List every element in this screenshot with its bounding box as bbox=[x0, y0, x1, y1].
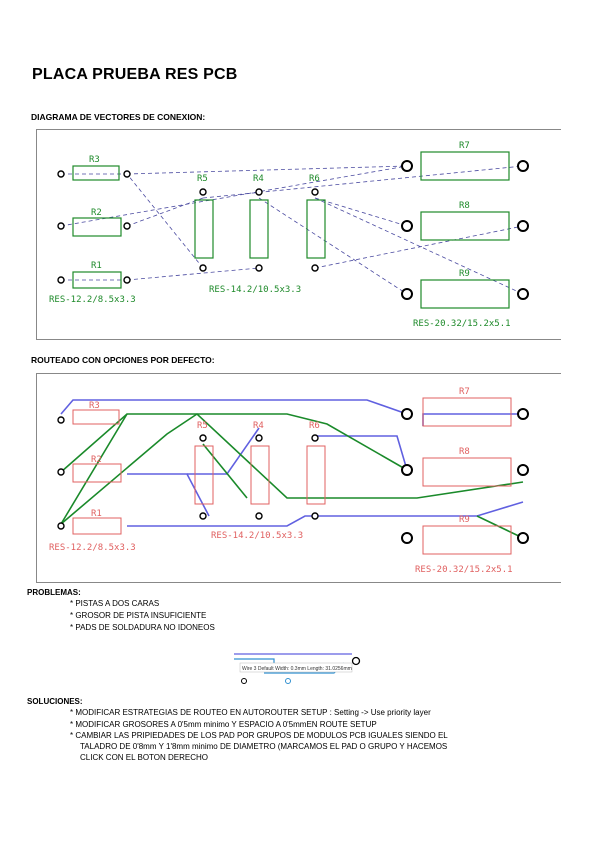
label-r6: R6 bbox=[309, 174, 320, 184]
section-heading-vectors: DIAGRAMA DE VECTORES DE CONEXION: bbox=[31, 112, 206, 122]
label-r4: R4 bbox=[253, 421, 264, 431]
component-outlines bbox=[72, 397, 512, 555]
solution-item: * MODIFICAR GROSORES A 0'5mm minimo Y ES… bbox=[70, 720, 377, 729]
section-heading-routed: ROUTEADO CON OPCIONES POR DEFECTO: bbox=[31, 355, 215, 365]
component-labels: R3 R2 R1 R5 R4 R6 R7 R8 R9 RES-12.2/8.5x… bbox=[49, 141, 511, 329]
label-r2: R2 bbox=[91, 208, 102, 218]
label-r3: R3 bbox=[89, 401, 100, 411]
label-r2: R2 bbox=[91, 455, 102, 465]
label-r1: R1 bbox=[91, 261, 102, 271]
problem-item: * GROSOR DE PISTA INSUFICIENTE bbox=[70, 611, 207, 620]
package-mid: RES-14.2/10.5x3.3 bbox=[209, 285, 301, 295]
label-r6: R6 bbox=[309, 421, 320, 431]
ratsnest-lines bbox=[60, 165, 524, 295]
problem-item: * PISTAS A DOS CARAS bbox=[70, 599, 160, 608]
solution-item: * MODIFICAR ESTRATEGIAS DE ROUTEO EN AUT… bbox=[70, 708, 431, 717]
page-title: PLACA PRUEBA RES PCB bbox=[32, 66, 238, 83]
wire-caption: Wire 3 Default Width: 0.3mm Length: 31.0… bbox=[242, 666, 352, 672]
vector-diagram: R3 R2 R1 R5 R4 R6 R7 R8 R9 RES-12.2/8.5x… bbox=[49, 141, 529, 329]
solutions-label: SOLUCIONES: bbox=[27, 697, 83, 706]
component-outlines bbox=[72, 151, 510, 309]
label-r4: R4 bbox=[253, 174, 264, 184]
label-r9: R9 bbox=[459, 515, 470, 525]
problems-label: PROBLEMAS: bbox=[27, 588, 81, 597]
label-r7: R7 bbox=[459, 387, 470, 397]
top-layer-traces bbox=[60, 413, 524, 539]
solution-item: TALADRO DE 0'8mm Y 1'8mm minimo DE DIAME… bbox=[80, 742, 448, 751]
vector-diagram-panel: R3 R2 R1 R5 R4 R6 R7 R8 R9 RES-12.2/8.5x… bbox=[36, 129, 561, 340]
solution-item: CLICK CON EL BOTON DERECHO bbox=[80, 753, 209, 762]
label-r7: R7 bbox=[459, 141, 470, 151]
bottom-layer-traces bbox=[60, 399, 524, 527]
problem-item: * PADS DE SOLDADURA NO IDONEOS bbox=[70, 623, 215, 632]
label-r1: R1 bbox=[91, 509, 102, 519]
package-mid: RES-14.2/10.5x3.3 bbox=[211, 531, 303, 541]
component-labels: R3 R2 R1 R5 R4 R6 R7 R8 R9 RES-12.2/8.5x… bbox=[49, 387, 513, 575]
routed-board: R3 R2 R1 R5 R4 R6 R7 R8 R9 RES-12.2/8.5x… bbox=[49, 387, 529, 575]
package-small: RES-12.2/8.5x3.3 bbox=[49, 543, 136, 553]
solution-item: * CAMBIAR LAS PRIPIEDADES DE LOS PAD POR… bbox=[70, 731, 448, 740]
package-large: RES-20.32/15.2x5.1 bbox=[413, 319, 511, 329]
label-r3: R3 bbox=[89, 155, 100, 165]
routed-board-panel: R3 R2 R1 R5 R4 R6 R7 R8 R9 RES-12.2/8.5x… bbox=[36, 373, 561, 583]
wire-thumbnail: Wire 3 Default Width: 0.3mm Length: 31.0… bbox=[234, 653, 361, 684]
package-large: RES-20.32/15.2x5.1 bbox=[415, 565, 513, 575]
label-r5: R5 bbox=[197, 421, 208, 431]
label-r5: R5 bbox=[197, 174, 208, 184]
label-r8: R8 bbox=[459, 447, 470, 457]
pads bbox=[57, 408, 529, 544]
pads bbox=[57, 160, 529, 300]
label-r8: R8 bbox=[459, 201, 470, 211]
package-small: RES-12.2/8.5x3.3 bbox=[49, 295, 136, 305]
label-r9: R9 bbox=[459, 269, 470, 279]
